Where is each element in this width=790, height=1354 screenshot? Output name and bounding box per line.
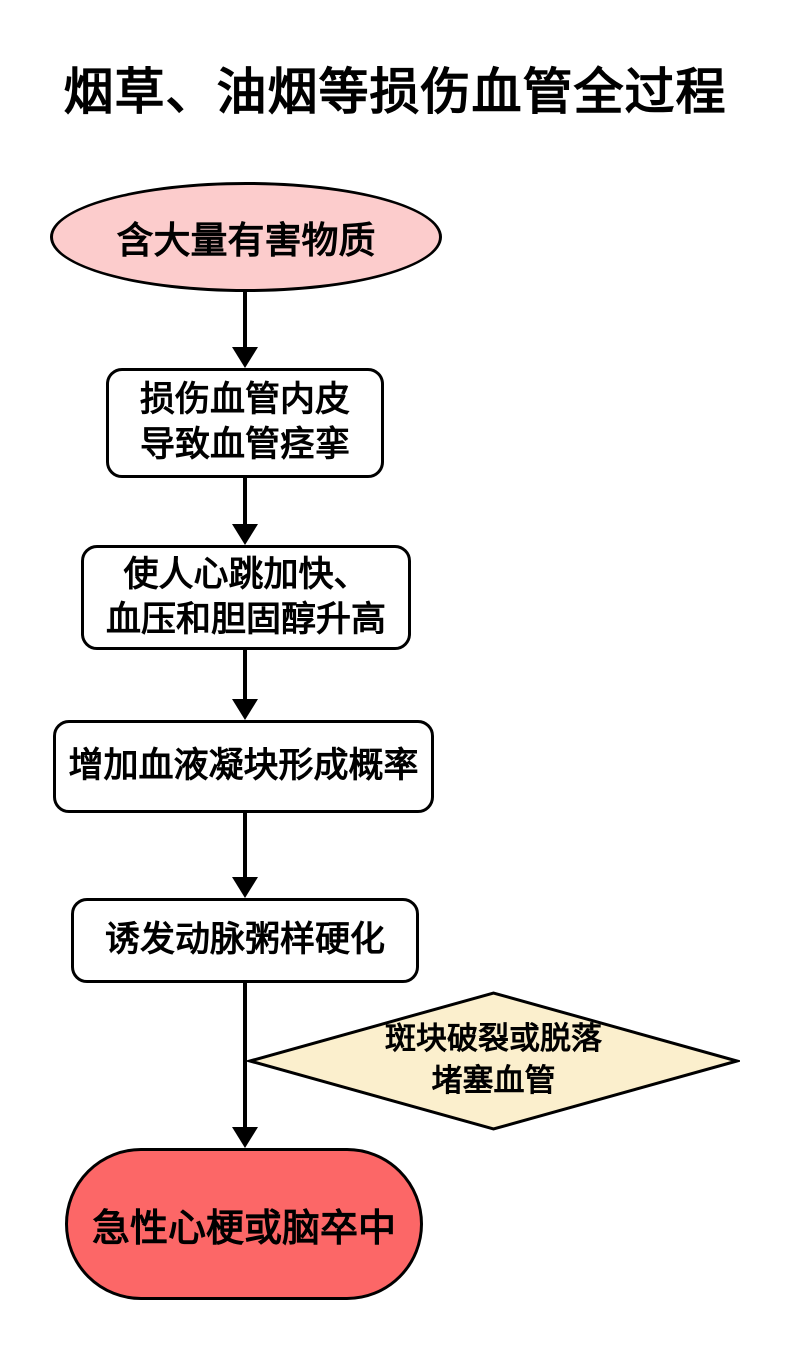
arrow-head-icon [232,524,258,545]
arrow-step2-to-step3 [231,650,259,720]
decision-node-label: 斑块破裂或脱落 堵塞血管 [247,990,740,1132]
diamond-shape [247,991,740,1131]
process-node-line1: 损伤血管内皮 [139,380,350,421]
arrow-head-icon [232,1127,258,1148]
arrow-step4-to-end [231,983,259,1148]
arrow-head-icon [232,699,258,720]
decision-node-line2: 堵塞血管 [431,1063,556,1099]
process-node-heart-rate-bp: 使人心跳加快、 血压和胆固醇升高 [81,545,411,650]
page-title: 烟草、油烟等损伤血管全过程 [63,63,727,121]
arrow-line [243,478,247,524]
arrow-step3-to-step4 [231,813,259,898]
process-node-blood-clot: 增加血液凝块形成概率 [53,720,434,813]
decision-node-line1: 斑块破裂或脱落 [385,1021,602,1058]
process-node-endothelium-damage: 损伤血管内皮 导致血管痉挛 [106,368,384,478]
arrow-head-icon [232,877,258,898]
start-node-label: 含大量有害物质 [116,219,376,262]
arrow-step1-to-step2 [231,478,259,545]
arrow-line [243,292,247,347]
arrow-start-to-step1 [231,292,259,368]
process-node-label: 增加血液凝块形成概率 [68,746,419,787]
arrow-head-icon [232,347,258,368]
end-node-label: 急性心梗或脑卒中 [91,1205,396,1250]
arrow-line [243,983,247,1127]
process-node-line1: 使人心跳加快、 [123,554,369,595]
process-node-line2: 血压和胆固醇升高 [105,599,386,640]
arrow-line [243,650,247,699]
arrow-line [243,813,247,877]
decision-node-plaque-rupture: 斑块破裂或脱落 堵塞血管 [247,990,740,1132]
process-node-line2: 导致血管痉挛 [139,425,350,465]
start-node-harmful-substances: 含大量有害物质 [50,182,442,292]
process-node-atherosclerosis: 诱发动脉粥样硬化 [71,898,419,983]
end-node-heart-attack-stroke: 急性心梗或脑卒中 [65,1148,423,1300]
process-node-label: 诱发动脉粥样硬化 [104,920,385,961]
